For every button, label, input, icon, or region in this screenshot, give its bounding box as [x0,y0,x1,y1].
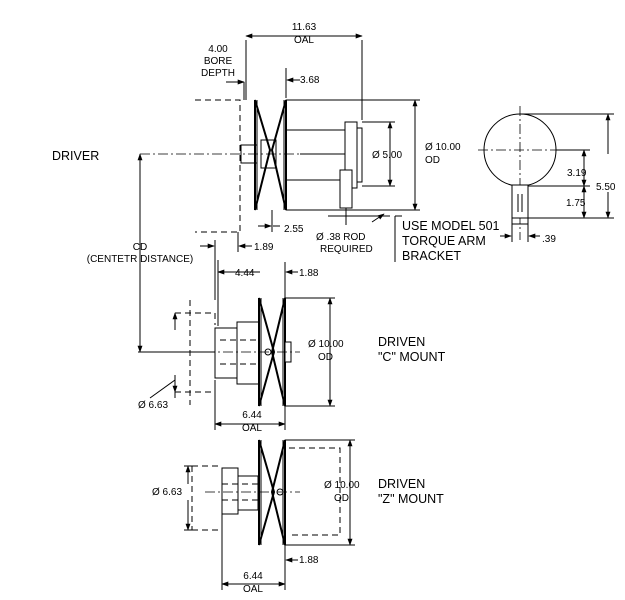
oal-z-label: OAL [243,584,263,595]
od-z-label: OD [334,493,349,504]
use-model-3: BRACKET [402,249,461,263]
dia-6-63-c: Ø 6.63 [138,400,168,411]
driven-c-bore-top [175,312,216,325]
dia-6-63-z: Ø 6.63 [152,487,182,498]
driven-c-hub [214,327,238,379]
dim-3-19: 3.19 [567,168,587,179]
driven-z-flange-left [258,439,276,546]
dim-5-50: 5.50 [596,182,616,193]
od-z-value: Ø 10.00 [324,480,360,491]
bore-depth-label-2: DEPTH [201,68,235,79]
driver-bore-outline [195,99,241,233]
driven-c-sleeve [236,321,260,385]
driven-c-assembly [175,297,300,407]
cd-label: CD [133,242,147,253]
od-c-label: OD [318,352,333,363]
dim-4-44: 4.44 [235,268,255,279]
driven-c-label-1: DRIVEN [378,335,425,349]
driver-flange-right [270,99,287,211]
dim-0-39: .39 [542,234,556,245]
driven-z-assembly [191,439,341,546]
oal-top-label: OAL [294,35,314,46]
rod-note-1: Ø .38 ROD [316,232,365,243]
dia-5-00: Ø 5.00 [372,150,402,161]
dim-1-88-z: 1.88 [299,555,319,566]
driven-z-label-2: "Z" MOUNT [378,492,444,506]
rod-note-2: REQUIRED [320,244,373,255]
driven-z-label-1: DRIVEN [378,477,425,491]
driver-flange-left [254,99,272,211]
driver-shaft-body [286,129,348,181]
driven-z-sleeve [237,475,259,511]
use-model-bracket-line [394,215,402,262]
dim-2-55: 2.55 [284,224,304,235]
cd-label-sub: (CENTETR DISTANCE) [87,254,193,265]
driven-z-hub [221,467,239,515]
dim-1-89: 1.89 [254,242,274,253]
od-c-value: Ø 10.00 [308,339,344,350]
bore-depth-value: 4.00 [208,44,228,55]
od-top-label: OD [425,155,440,166]
end-view-torque-arm [511,184,529,219]
oal-c-label: OAL [242,423,262,434]
dim-3-68: 3.68 [300,75,320,86]
use-model-1: USE MODEL 501 [402,219,500,233]
driver-assembly [140,99,390,233]
dim-1-75: 1.75 [566,198,586,209]
oal-c-value: 6.44 [242,410,262,421]
driver-label: DRIVER [52,149,99,163]
oal-z-value: 6.44 [243,571,263,582]
driven-z-flange-right [270,439,286,546]
dim-1-88-c: 1.88 [299,268,319,279]
use-model-2: TORQUE ARM [402,234,486,248]
bore-depth-label-1: BORE [204,56,233,67]
driven-c-label-2: "C" MOUNT [378,350,446,364]
torque-arm [339,169,353,209]
od-top-value: Ø 10.00 [425,142,461,153]
oal-top-value: 11.63 [292,22,317,33]
